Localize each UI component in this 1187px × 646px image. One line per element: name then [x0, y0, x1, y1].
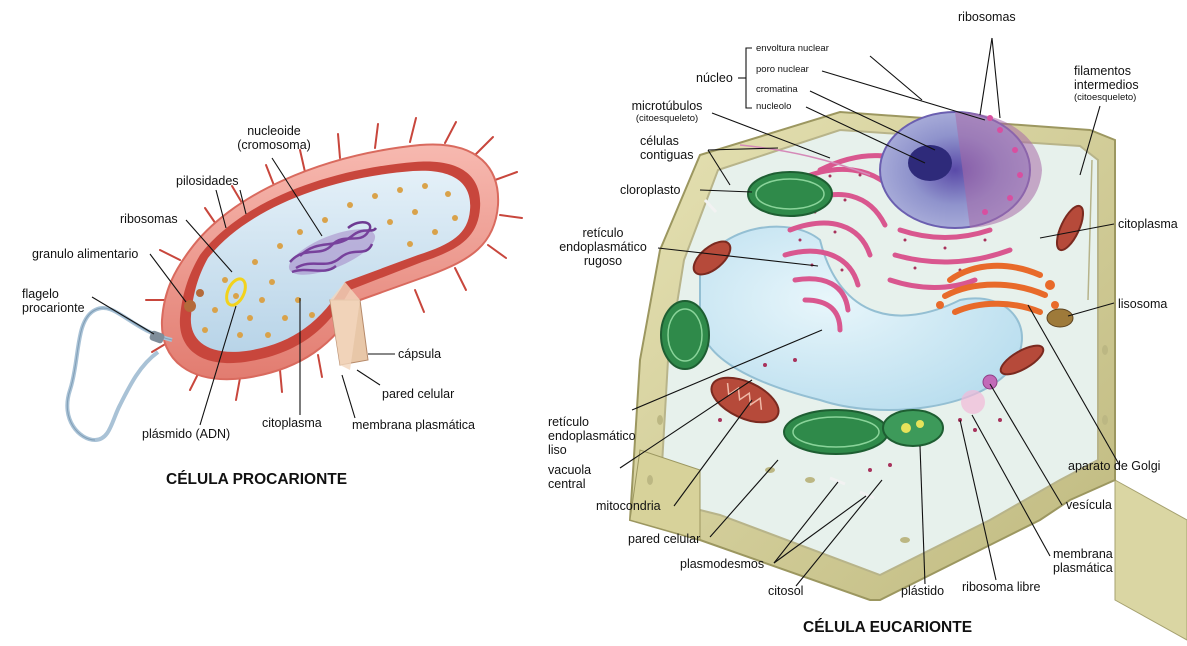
label-nuclear-pore: poro nuclear: [756, 64, 809, 75]
label-adjacent-cells-line2: contiguas: [640, 148, 694, 162]
vesicle: [983, 375, 997, 389]
label-smooth-er-line3: liso: [548, 443, 636, 457]
label-vesicle: vesícula: [1066, 498, 1112, 512]
label-cytosol: citosol: [768, 584, 803, 598]
label-smooth-er-line2: endoplasmático: [548, 429, 636, 443]
label-flagellum-line1: flagelo: [22, 287, 85, 301]
label-golgi: aparato de Golgi: [1068, 459, 1160, 473]
label-chromatin: cromatina: [756, 84, 798, 95]
label-nuclear-envelope: envoltura nuclear: [756, 43, 829, 54]
label-plasmid: plásmido (ADN): [142, 427, 230, 441]
label-microtubules: microtúbulos (citoesqueleto): [622, 99, 712, 124]
label-plastid: plástido: [901, 584, 944, 598]
label-intermediate-filaments-line2: intermedios: [1074, 78, 1139, 92]
label-flagellum-line2: procarionte: [22, 301, 85, 315]
label-ribosomes-prok: ribosomas: [120, 212, 178, 226]
label-cytoplasm-euk: citoplasma: [1118, 217, 1178, 231]
label-microtubules-line2: (citoesqueleto): [622, 113, 712, 124]
label-intermediate-filaments-line1: filamentos: [1074, 64, 1139, 78]
label-pili: pilosidades: [176, 174, 239, 188]
label-intermediate-filaments-line3: (citoesqueleto): [1074, 92, 1139, 103]
label-mitochondria: mitocondria: [596, 499, 661, 513]
label-plasmodesmata: plasmodesmos: [680, 557, 764, 571]
label-capsule: cápsula: [398, 347, 441, 361]
label-plasma-membrane-prok: membrana plasmática: [352, 418, 475, 432]
label-adjacent-cells: células contiguas: [640, 134, 694, 162]
label-rough-er-line2: endoplasmático: [548, 240, 658, 254]
nucleolus: [908, 145, 952, 181]
label-nucleoid-line1: nucleoide: [226, 124, 322, 138]
label-lysosome: lisosoma: [1118, 297, 1167, 311]
label-nucleoid-line2: (cromosoma): [226, 138, 322, 152]
label-plasma-membrane-euk: membrana plasmática: [1053, 547, 1113, 575]
label-rough-er-line1: retículo: [548, 226, 658, 240]
label-adjacent-cells-line1: células: [640, 134, 694, 148]
label-rough-er: retículo endoplasmático rugoso: [548, 226, 658, 268]
label-central-vacuole: vacuola central: [548, 463, 591, 491]
label-ribosomes-euk: ribosomas: [958, 10, 1016, 24]
label-smooth-er: retículo endoplasmático liso: [548, 415, 636, 457]
label-food-granule: granulo alimentario: [32, 247, 138, 261]
label-plasma-membrane-line1: membrana: [1053, 547, 1113, 561]
label-central-vacuole-line2: central: [548, 477, 591, 491]
label-central-vacuole-line1: vacuola: [548, 463, 591, 477]
label-nucleus: núcleo: [696, 71, 733, 85]
label-cytoplasm-prok: citoplasma: [262, 416, 322, 430]
label-rough-er-line3: rugoso: [548, 254, 658, 268]
label-microtubules-line1: microtúbulos: [622, 99, 712, 113]
label-cell-wall-euk: pared celular: [628, 532, 700, 546]
eukaryote-title: CÉLULA EUCARIONTE: [803, 619, 972, 637]
label-plasma-membrane-line2: plasmática: [1053, 561, 1113, 575]
label-smooth-er-line1: retículo: [548, 415, 636, 429]
label-flagellum: flagelo procarionte: [22, 287, 85, 315]
label-free-ribosome: ribosoma libre: [962, 580, 1041, 594]
prokaryote-title: CÉLULA PROCARIONTE: [166, 471, 347, 489]
flagellum: [67, 308, 172, 440]
label-intermediate-filaments: filamentos intermedios (citoesqueleto): [1074, 64, 1139, 103]
lysosome: [1047, 309, 1073, 327]
label-cell-wall-prok: pared celular: [382, 387, 454, 401]
label-nucleoid: nucleoide (cromosoma): [226, 124, 322, 152]
label-nucleolus: nucleolo: [756, 101, 791, 112]
label-chloroplast: cloroplasto: [620, 183, 680, 197]
